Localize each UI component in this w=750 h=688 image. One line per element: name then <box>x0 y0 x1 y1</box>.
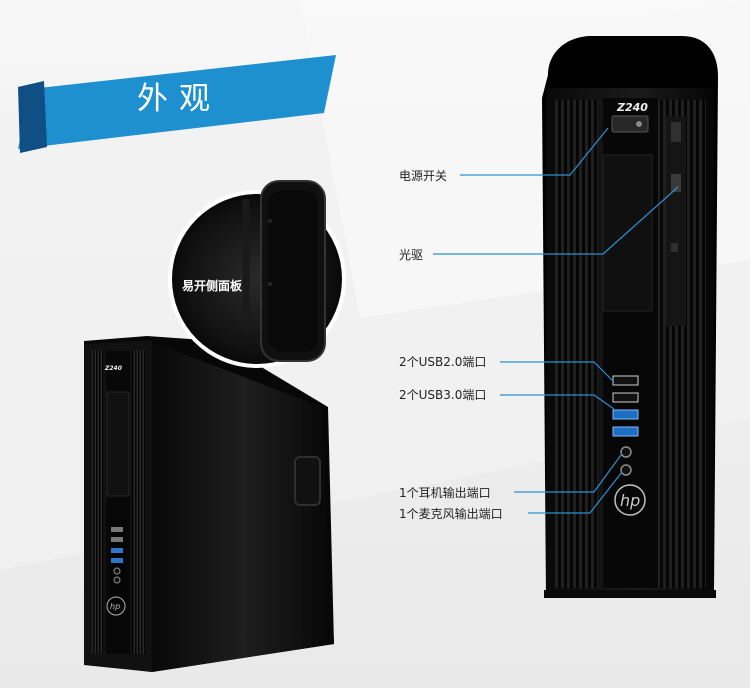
headphone-port-label: 1个耳机输出端口 <box>399 486 491 500</box>
hp-logo-small: hp <box>110 602 120 611</box>
hp-logo-large: hp <box>620 491 640 510</box>
microphone-port-label: 1个麦克风输出端口 <box>399 507 503 521</box>
section-title: 外观 <box>137 81 221 117</box>
optical-drive-label: 光驱 <box>399 248 424 262</box>
title-ribbon <box>18 55 336 153</box>
model-mark-large: Z240 <box>616 101 648 114</box>
usb3-ports-label: 2个USB3.0端口 <box>399 388 487 402</box>
usb2-ports-label: 2个USB2.0端口 <box>399 355 487 369</box>
model-mark-small: Z240 <box>104 365 122 372</box>
side-panel-label: 易开侧面板 <box>182 279 243 293</box>
power-switch-label: 电源开关 <box>399 169 448 183</box>
